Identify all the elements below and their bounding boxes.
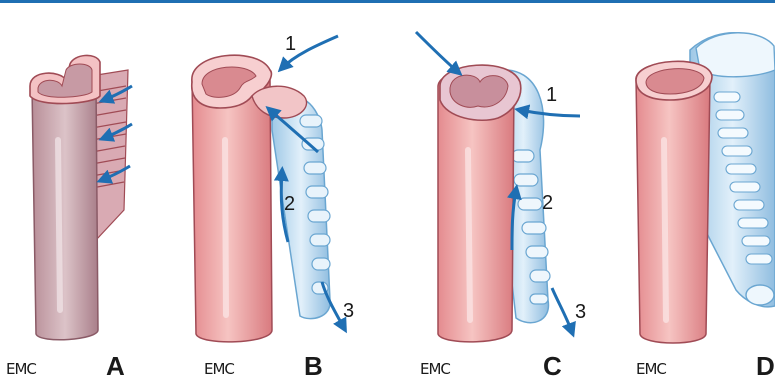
panel-c-watermark: EMC [420,360,450,378]
panel-a-vessel [32,77,98,339]
panel-b-step-3: 3 [343,300,354,322]
panel-a-letter: A [106,351,125,381]
panel-b-highlight [225,140,226,315]
panel-d-graft-end [746,285,774,305]
panel-d-highlight [664,140,666,320]
panel-a-lumen [38,64,92,97]
panel-a-watermark: EMC [6,360,36,378]
panel-c-highlight [468,150,470,320]
panel-a: EMC A [6,55,132,381]
panel-a-highlight [58,140,60,310]
panel-d: EMC D [636,33,775,381]
panel-b-step-2: 2 [284,193,295,215]
panel-c: 1 2 3 EMC C [416,32,586,381]
panel-d-letter: D [756,351,775,381]
panel-b-watermark: EMC [204,360,234,378]
panel-d-vessel [636,62,710,343]
panel-b-letter: B [304,351,323,381]
panel-c-step-2: 2 [542,192,553,214]
panel-c-letter: C [543,351,562,381]
header-rule [0,0,775,3]
panel-b: 1 2 3 EMC B [192,33,354,381]
panel-d-watermark: EMC [636,360,666,378]
panel-c-step-1: 1 [546,84,557,106]
panel-b-step-1: 1 [285,33,296,55]
panel-c-step-3: 3 [575,301,586,323]
